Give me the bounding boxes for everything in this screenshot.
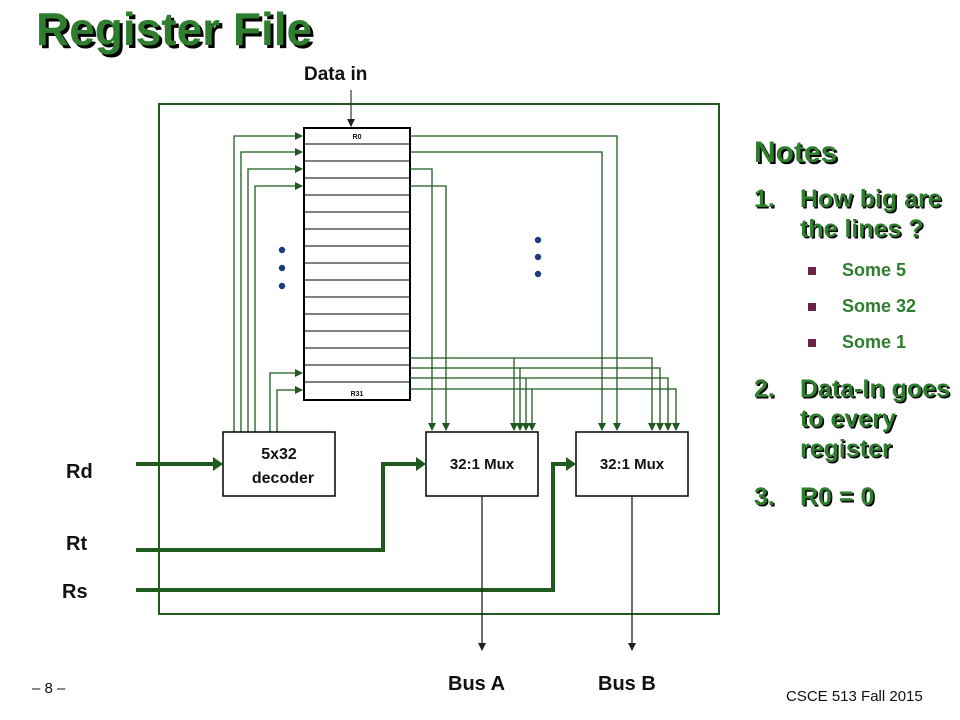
sub-item: Some 32 [754,288,954,324]
mux-a-label: 32:1 Mux [450,456,515,473]
bus-b-label: Bus B [598,673,656,695]
mux-b-block: 32:1 Mux [575,431,689,497]
sub-item: Some 5 [754,252,954,288]
note-number: 2. [754,375,775,403]
page-number: – 8 – [32,680,66,697]
r0-label: R0 [353,134,362,141]
mux-a-block: 32:1 Mux [425,431,539,497]
select-input-wires [136,462,568,592]
mux-b-label: 32:1 Mux [600,456,665,473]
notes-title: Notes [754,136,838,169]
register-file-boundary [158,103,720,615]
sub-item: Some 1 [754,324,954,360]
note-item-2: 2. Data-In goes to every register [754,374,954,464]
rt-label: Rt [66,533,87,555]
ellipsis-right [534,236,542,278]
select-input-arrowheads [213,457,576,471]
note-item-1: 1. How big are the lines ? Some 5 Some 3… [754,184,954,360]
note-item-3: 3. R0 = 0 [754,482,954,512]
decoder-label-line2: decoder [252,470,314,487]
ellipsis-left [278,246,286,290]
rt-wire [136,462,418,552]
note-text: R0 = 0 [800,483,875,511]
note-number: 1. [754,185,775,213]
rs-wire [136,462,568,592]
note-sublist: Some 5 Some 32 Some 1 [754,252,954,360]
note-text: How big are the lines ? [800,185,942,243]
square-bullet-icon [808,303,816,311]
decoder-label-line1: 5x32 [261,446,297,463]
bus-a-label: Bus A [448,673,505,695]
notes-panel: Notes 1. How big are the lines ? Some 5 … [754,136,954,512]
data-in-label: Data in [304,64,367,85]
rs-label: Rs [62,581,88,603]
square-bullet-icon [808,339,816,347]
register-stack: R0 R31 [303,127,411,401]
decoder-output-wires [233,132,303,432]
rd-label: Rd [66,461,93,483]
course-footer: CSCE 513 Fall 2015 [786,688,923,705]
note-text: Data-In goes to every register [800,375,951,463]
decoder-block: 5x32 decoder [222,431,336,497]
register-output-wires [410,135,680,431]
slide-title: Register File [36,3,313,55]
note-number: 3. [754,483,775,511]
square-bullet-icon [808,267,816,275]
r31-label: R31 [351,391,364,398]
